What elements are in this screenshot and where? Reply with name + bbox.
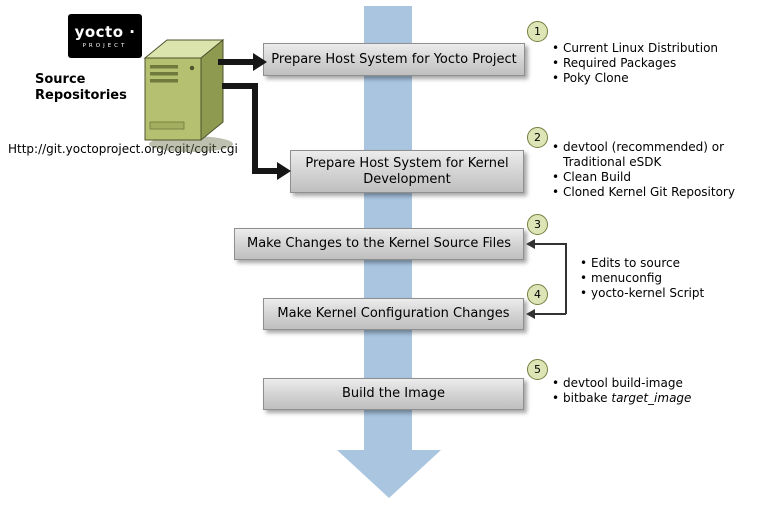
step5-bullets: devtool build-image bitbake target_image	[550, 376, 760, 406]
step1-bullets: Current Linux Distribution Required Pack…	[550, 41, 765, 86]
server-icon	[143, 38, 233, 152]
arrow-server-to-step2-head	[277, 162, 291, 180]
step-box-3: Make Changes to the Kernel Source Files	[234, 228, 524, 260]
bullet-item: Poky Clone	[550, 71, 765, 86]
bullet-item: bitbake target_image	[550, 391, 760, 406]
bullet-item: Clean Build	[550, 170, 750, 185]
bullet-item: yocto-kernel Script	[578, 286, 758, 301]
bracket-line-vertical	[565, 243, 567, 314]
step-number-2: 2	[527, 127, 548, 148]
step-box-4: Make Kernel Configuration Changes	[263, 298, 524, 330]
source-repositories-label: Source Repositories	[35, 72, 127, 103]
step-number-3: 3	[527, 214, 548, 235]
arrow-server-to-step1-shaft	[218, 59, 256, 65]
italic-term: target_image	[611, 391, 692, 405]
bullet-item: devtool (recommended) or Traditional eSD…	[550, 140, 750, 170]
bracket-line-step3	[533, 243, 566, 245]
bullet-item: devtool build-image	[550, 376, 760, 391]
bracket-arrow-step4	[526, 309, 535, 319]
step-number-1: 1	[527, 21, 548, 42]
yocto-logo-subtitle: PROJECT	[82, 43, 128, 49]
arrow-server-to-step2-seg1	[222, 83, 258, 89]
bracket-arrow-step3	[526, 239, 535, 249]
step-box-1: Prepare Host System for Yocto Project	[263, 43, 525, 76]
yocto-logo-brand: yocto ·	[74, 23, 136, 41]
step-number-4: 4	[527, 284, 548, 305]
step-number-5: 5	[527, 359, 548, 380]
bracket-line-step4	[533, 313, 566, 315]
step-box-5: Build the Image	[263, 378, 524, 410]
bullet-item: Cloned Kernel Git Repository	[550, 185, 750, 200]
flow-arrow-head	[337, 450, 441, 498]
yocto-logo: yocto · PROJECT	[68, 14, 142, 58]
bullet-item: menuconfig	[578, 271, 758, 286]
arrow-server-to-step2-seg2	[252, 83, 258, 174]
step-box-2: Prepare Host System for Kernel Developme…	[290, 150, 524, 193]
bullet-item: Edits to source	[578, 256, 758, 271]
arrow-server-to-step2-seg3	[252, 168, 280, 174]
bullet-item: Required Packages	[550, 56, 765, 71]
arrow-server-to-step1-head	[253, 53, 267, 71]
step2-bullets: devtool (recommended) or Traditional eSD…	[550, 140, 750, 200]
source-repositories-url: Http://git.yoctoproject.org/cgit/cgit.cg…	[8, 142, 238, 156]
step3-4-bullets: Edits to source menuconfig yocto-kernel …	[578, 256, 758, 301]
bullet-item: Current Linux Distribution	[550, 41, 765, 56]
